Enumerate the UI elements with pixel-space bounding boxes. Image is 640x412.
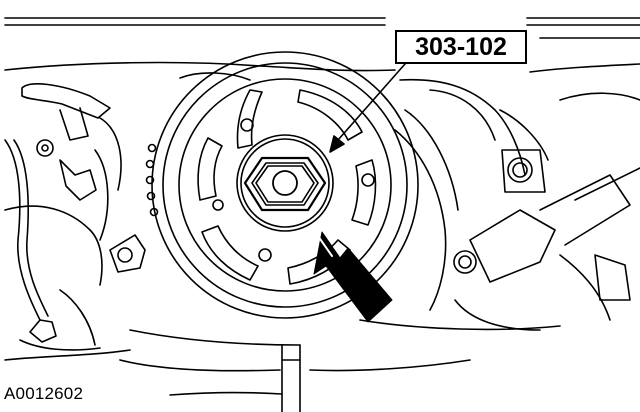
tool-callout-pointer xyxy=(329,63,406,153)
tool-number-callout: 303-102 xyxy=(395,30,527,64)
frame-lines xyxy=(4,17,640,39)
crankshaft-pulley xyxy=(145,51,419,319)
direction-arrow xyxy=(313,231,393,323)
lower-engine-structure xyxy=(119,319,561,412)
left-engine-components xyxy=(4,83,146,361)
right-engine-components xyxy=(394,92,640,331)
pulley-bolt xyxy=(236,134,334,232)
figure-id-label: A0012602 xyxy=(4,384,84,403)
